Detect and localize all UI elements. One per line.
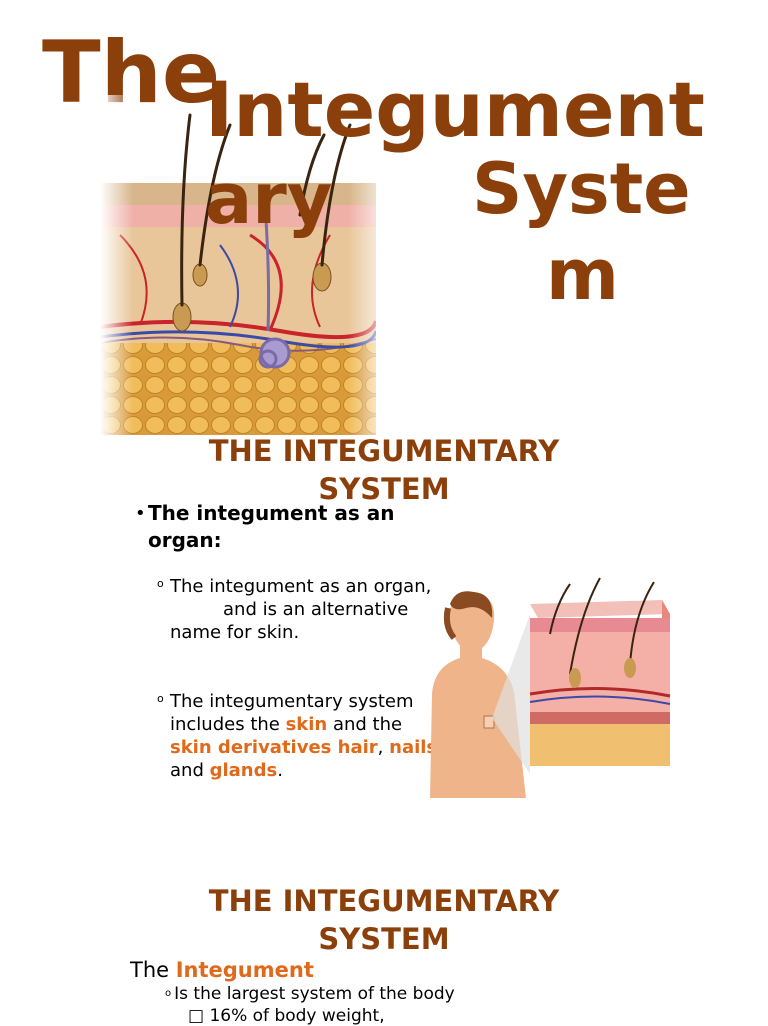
highlight-skin: skin: [285, 714, 328, 735]
slide3-intro: The Integument: [130, 956, 314, 984]
slide3-heading: THE INTEGUMENTARY SYSTEM: [0, 882, 768, 958]
title-integument: Integument: [205, 65, 705, 154]
title-syste: Syste: [472, 148, 691, 230]
slide3-body-weight: □ 16% of body weight,: [188, 1006, 385, 1026]
sub-bullet-marker: o: [157, 577, 164, 590]
slide3-largest-system-text: Is the largest system of the body: [174, 984, 455, 1004]
slide3-intro-pre: The: [130, 958, 176, 982]
highlight-skin-derivatives: skin derivatives hair: [170, 737, 378, 758]
sub2-end: .: [277, 760, 283, 781]
title-ary: ary: [205, 158, 333, 240]
skin-cross-section-illustration: [100, 95, 376, 435]
bullet-integument-organ: • The integument as an organ:: [135, 500, 445, 554]
slide2-heading: THE INTEGUMENTARY SYSTEM: [0, 432, 768, 508]
boy-skin-block-illustration: [430, 577, 671, 798]
sub2-comma: ,: [377, 737, 390, 758]
sub-bullet-marker: o: [157, 692, 164, 705]
sub1-line2: and is an alternative: [223, 599, 409, 620]
highlight-integument: Integument: [175, 958, 314, 982]
sub-bullet-marker: o: [165, 988, 172, 999]
slide2-heading-line1: THE INTEGUMENTARY: [208, 434, 560, 468]
sub2-mid: and the: [327, 714, 403, 735]
sub-bullet-alternative-name: o The integument as an organ, and is an …: [157, 575, 437, 644]
bullet-marker: •: [135, 503, 146, 524]
sub1-line3: name for skin.: [170, 622, 300, 643]
slide2-heading-line2: SYSTEM: [318, 472, 450, 506]
slide3-heading-line1: THE INTEGUMENTARY: [208, 884, 560, 918]
bullet-text: The integument as an organ:: [148, 501, 395, 552]
slide3-heading-line2: SYSTEM: [318, 922, 450, 956]
highlight-nails: nails: [389, 737, 438, 758]
title-m: m: [546, 234, 619, 316]
box-marker: □: [188, 1006, 205, 1026]
highlight-glands: glands: [209, 760, 278, 781]
sub1-line1: The integument as an organ,: [170, 576, 432, 597]
slide3-body-weight-text: 16% of body weight,: [209, 1006, 385, 1026]
sub-bullet-system-includes: o The integumentary system includes the …: [157, 690, 447, 782]
sub2-pre: The integumentary system includes the: [170, 691, 414, 735]
